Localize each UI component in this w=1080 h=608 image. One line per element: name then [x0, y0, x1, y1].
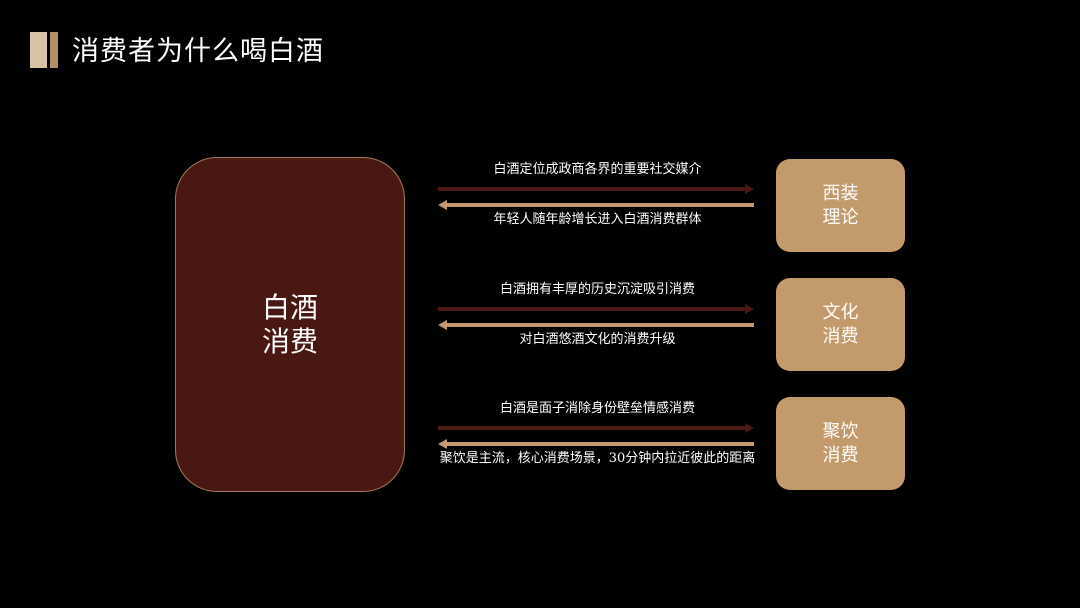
relation-row-3: 白酒是面子消除身份壁垒情感消费 聚饮是主流，核心消费场景，30分钟内拉近彼此的距…: [420, 396, 775, 486]
side-box-gathering-consumption: 聚饮 消费: [776, 397, 905, 490]
side-box-line1: 西装: [822, 182, 859, 204]
center-box-line2: 消费: [261, 324, 318, 358]
relation-row-1: 白酒定位成政商各界的重要社交媒介 年轻人随年龄增长进入白酒消费群体: [420, 157, 775, 247]
left-arrow: [438, 439, 754, 449]
page-title: 消费者为什么喝白酒: [72, 36, 324, 67]
side-box-line2: 理论: [822, 206, 859, 228]
title-accent: [30, 32, 60, 68]
side-box-suit-theory: 西装 理论: [776, 159, 905, 252]
right-arrow: [438, 184, 754, 194]
center-box-baijiu-consumption: 白酒 消费: [175, 157, 405, 492]
left-arrow: [438, 200, 754, 210]
right-arrow: [438, 423, 754, 433]
relation-bottom-label: 年轻人随年龄增长进入白酒消费群体: [493, 212, 702, 227]
side-box-culture-consumption: 文化 消费: [776, 278, 905, 371]
accent-bar-dark: [50, 32, 58, 68]
accent-bar-light: [30, 32, 47, 68]
side-box-line2: 消费: [822, 325, 859, 347]
relation-top-label: 白酒是面子消除身份壁垒情感消费: [499, 401, 695, 416]
side-box-line1: 文化: [822, 301, 859, 323]
relation-bottom-label: 对白酒悠酒文化的消费升级: [519, 332, 676, 347]
relation-bottom-label: 聚饮是主流，核心消费场景，30分钟内拉近彼此的距离: [439, 451, 756, 466]
center-box-line1: 白酒: [261, 290, 318, 324]
side-box-line2: 消费: [822, 444, 859, 466]
right-arrow: [438, 304, 754, 314]
relation-top-label: 白酒定位成政商各界的重要社交媒介: [493, 162, 702, 177]
side-box-line1: 聚饮: [822, 420, 859, 442]
left-arrow: [438, 320, 754, 330]
relation-top-label: 白酒拥有丰厚的历史沉淀吸引消费: [499, 282, 695, 297]
relation-row-2: 白酒拥有丰厚的历史沉淀吸引消费 对白酒悠酒文化的消费升级: [420, 277, 775, 367]
